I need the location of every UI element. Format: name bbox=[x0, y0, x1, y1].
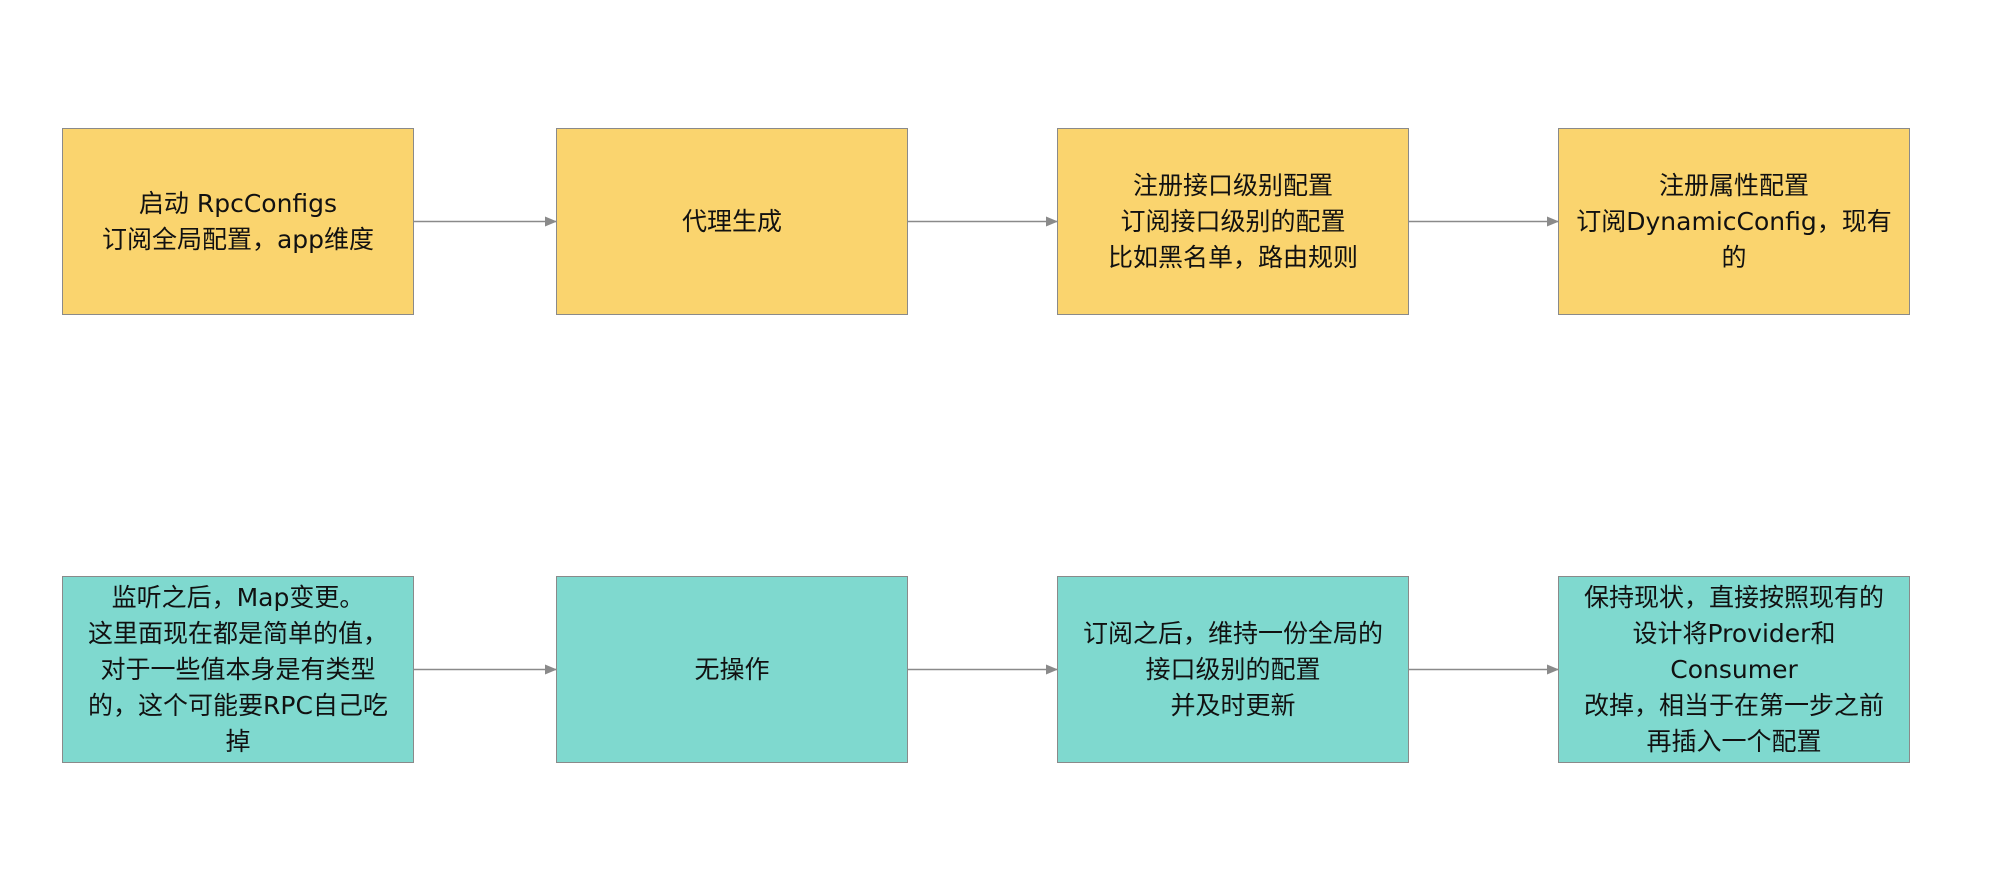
node-listen-map-change: 监听之后，Map变更。 这里面现在都是简单的值， 对于一些值本身是有类型 的，这… bbox=[62, 576, 414, 763]
node-maintain-global-config: 订阅之后，维持一份全局的 接口级别的配置 并及时更新 bbox=[1057, 576, 1409, 763]
node-no-operation: 无操作 bbox=[556, 576, 908, 763]
node-proxy-generation: 代理生成 bbox=[556, 128, 908, 315]
node-register-property-config: 注册属性配置 订阅DynamicConfig，现有 的 bbox=[1558, 128, 1910, 315]
node-keep-status-quo: 保持现状，直接按照现有的 设计将Provider和Consumer 改掉，相当于… bbox=[1558, 576, 1910, 763]
node-start-rpcconfigs: 启动 RpcConfigs 订阅全局配置，app维度 bbox=[62, 128, 414, 315]
node-register-interface-config: 注册接口级别配置 订阅接口级别的配置 比如黑名单，路由规则 bbox=[1057, 128, 1409, 315]
